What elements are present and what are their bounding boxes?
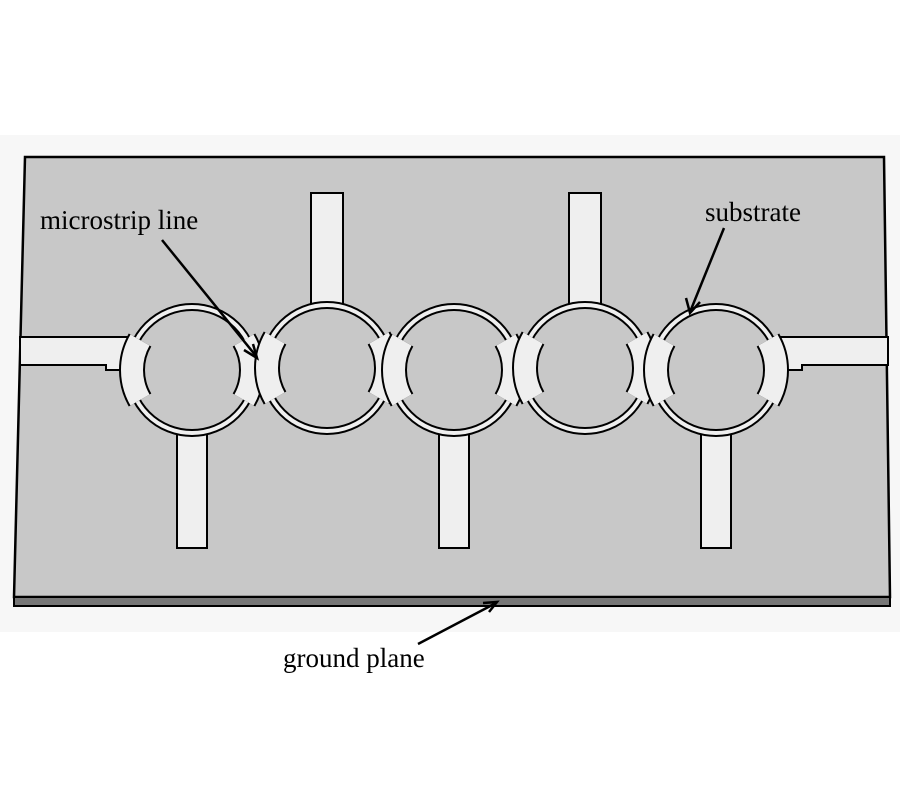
thick-arc-4-1 bbox=[758, 334, 787, 406]
stub-4 bbox=[700, 432, 732, 549]
ground-plane bbox=[13, 596, 891, 607]
microstrip-line-label: microstrip line bbox=[40, 205, 199, 235]
stub-2 bbox=[438, 432, 470, 549]
ground-arrowhead bbox=[482, 600, 500, 613]
thick-arc-3-0 bbox=[514, 332, 543, 404]
microstrip-line bbox=[19, 192, 889, 549]
ground-arrow bbox=[417, 601, 497, 646]
stub-1 bbox=[310, 192, 344, 307]
microstrip-arrow bbox=[161, 239, 257, 357]
stub-0 bbox=[176, 432, 208, 549]
thick-arc-0-0 bbox=[121, 334, 150, 406]
feed-left bbox=[19, 336, 136, 371]
feed-right bbox=[772, 336, 889, 371]
stub-3 bbox=[568, 192, 602, 307]
thick-arc-2-0 bbox=[383, 334, 412, 406]
thick-arc-4-0 bbox=[645, 334, 674, 406]
substrate-label: substrate bbox=[705, 197, 801, 227]
substrate-arrow bbox=[688, 227, 726, 313]
microstrip-arrowhead bbox=[243, 343, 260, 361]
substrate-arrowhead bbox=[684, 297, 701, 316]
ground-plane-label: ground plane bbox=[283, 643, 425, 673]
annotation-arrows bbox=[161, 227, 726, 646]
thick-arc-1-0 bbox=[256, 332, 285, 404]
